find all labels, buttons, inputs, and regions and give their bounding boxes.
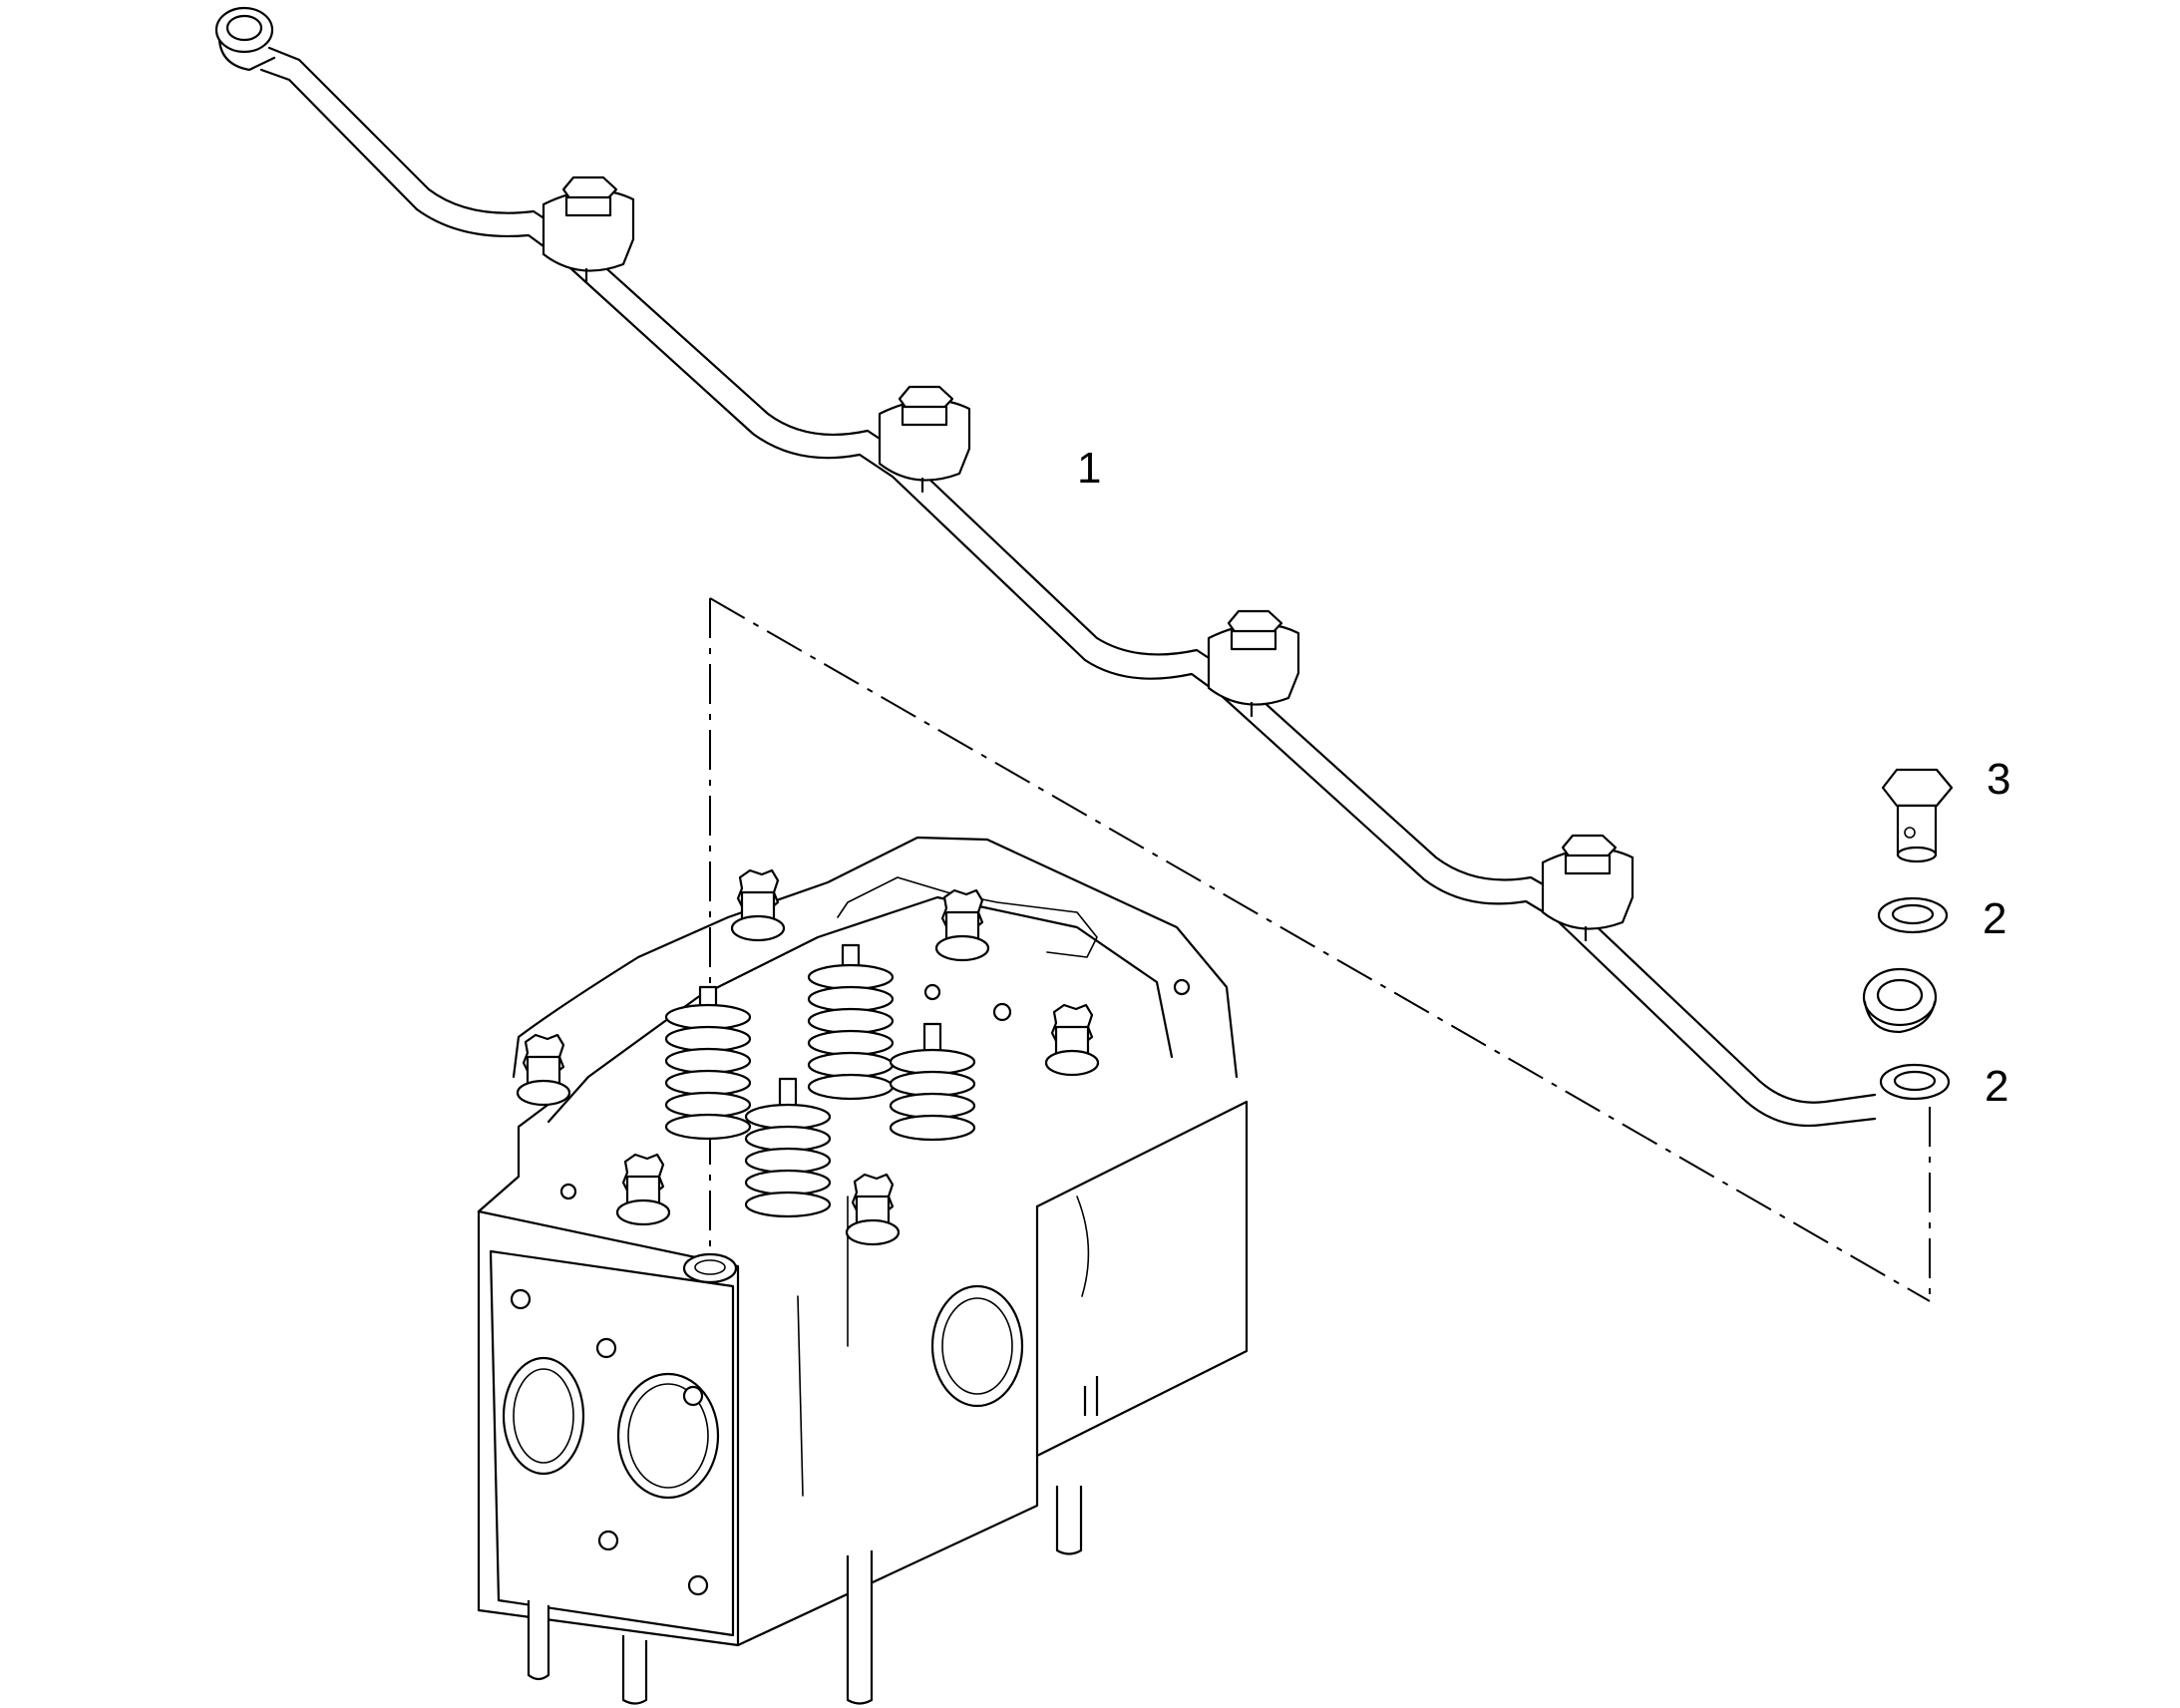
pipe-clamp-2	[878, 385, 971, 494]
callout-pipe: 1	[1077, 444, 1102, 493]
callout-washer-lower: 2	[1985, 1062, 2009, 1111]
fuel-leak-off-pipe-icon	[214, 6, 1938, 1127]
sealing-washer-icon	[1877, 896, 1949, 934]
callout-banjo-bolt: 3	[1987, 755, 2011, 804]
head-studs	[527, 1376, 1099, 1705]
banjo-eye-right	[1862, 967, 1938, 1034]
cylinder-head-icon	[477, 836, 1249, 1705]
pipe-clamp-3	[1207, 609, 1300, 718]
assembly-centerlines	[709, 597, 1931, 1302]
sealing-washer-lower-icon	[1879, 1063, 1951, 1101]
valve-springs	[664, 943, 976, 1218]
banjo-eye-left	[214, 6, 276, 72]
pipe-clamp-1	[542, 175, 635, 284]
pipe-clamp-4	[1541, 834, 1635, 942]
head-bolts	[516, 868, 1100, 1246]
callout-washer-upper: 2	[1983, 894, 2007, 943]
banjo-bolt-icon	[1881, 768, 1954, 863]
